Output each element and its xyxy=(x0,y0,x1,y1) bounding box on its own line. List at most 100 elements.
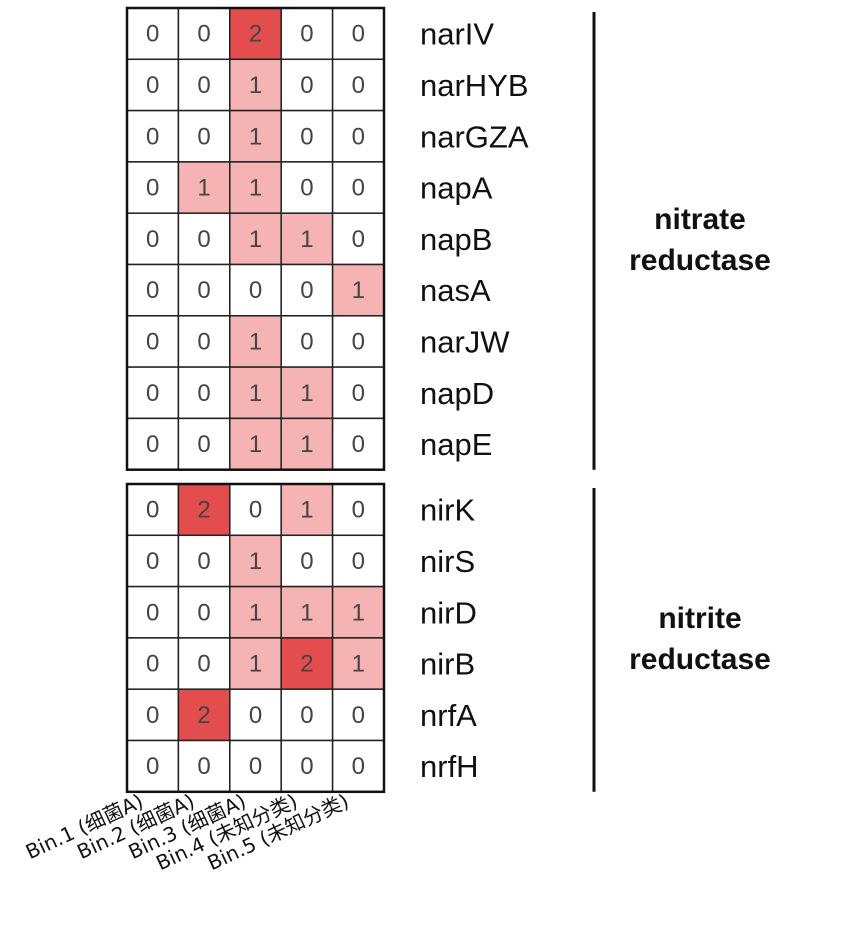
cell-value: 0 xyxy=(197,226,210,253)
heatmap-cell xyxy=(331,161,385,214)
heatmap-cell xyxy=(177,688,231,742)
cell-value: 0 xyxy=(146,599,159,626)
heatmap-cell xyxy=(280,534,334,588)
cell-value: 1 xyxy=(197,175,210,202)
cell-value: 0 xyxy=(146,277,159,304)
cell-value: 0 xyxy=(300,123,313,150)
heatmap-cell xyxy=(126,315,180,368)
cell-value: 0 xyxy=(352,753,365,780)
heatmap-cell xyxy=(280,263,334,317)
heatmap-cell xyxy=(177,637,231,690)
cell-value: 0 xyxy=(352,21,365,48)
cell-value: 0 xyxy=(352,702,365,729)
cell-value: 0 xyxy=(146,431,159,458)
cell-value: 0 xyxy=(352,72,365,99)
heatmap-cell xyxy=(177,585,231,639)
cell-value: 0 xyxy=(146,175,159,202)
heatmap-cell xyxy=(331,585,385,639)
gene-label: nirK xyxy=(420,493,475,528)
cell-value: 0 xyxy=(146,651,159,678)
cell-value: 0 xyxy=(352,497,365,524)
gene-label: nirS xyxy=(420,544,475,579)
cell-value: 1 xyxy=(249,651,262,678)
cell-value: 0 xyxy=(249,702,262,729)
cell-value: 2 xyxy=(300,651,313,678)
cell-value: 0 xyxy=(146,380,159,407)
cell-value: 0 xyxy=(300,277,313,304)
cell-value: 1 xyxy=(249,72,262,99)
heatmap-cell xyxy=(331,58,385,112)
heatmap-cell xyxy=(177,739,231,793)
cell-value: 1 xyxy=(249,431,262,458)
heatmap-cell xyxy=(331,483,385,537)
gene-label: nrfA xyxy=(420,698,477,733)
cell-value: 0 xyxy=(146,702,159,729)
cell-value: 1 xyxy=(249,226,262,253)
cell-value: 0 xyxy=(197,277,210,304)
cell-value: 0 xyxy=(146,753,159,780)
heatmap-cell xyxy=(229,483,282,537)
cell-value: 0 xyxy=(197,548,210,575)
cell-value: 0 xyxy=(352,226,365,253)
cell-value: 0 xyxy=(197,123,210,150)
cell-value: 0 xyxy=(352,431,365,458)
cell-value: 0 xyxy=(352,328,365,355)
cell-value: 0 xyxy=(300,21,313,48)
cell-value: 0 xyxy=(197,21,210,48)
cell-value: 0 xyxy=(249,753,262,780)
heatmap-cell xyxy=(177,212,231,266)
group-label: reductase xyxy=(629,643,771,676)
heatmap-cell xyxy=(280,585,334,639)
gene-label: napA xyxy=(420,171,493,206)
group-block-border xyxy=(125,6,386,471)
cell-value: 1 xyxy=(352,277,365,304)
cell-value: 0 xyxy=(146,328,159,355)
gene-label: napB xyxy=(420,222,492,257)
cell-value: 0 xyxy=(197,431,210,458)
gene-label: narHYB xyxy=(420,68,529,103)
heatmap-cell xyxy=(229,739,282,793)
heatmap-cell xyxy=(229,534,282,588)
cell-value: 0 xyxy=(300,548,313,575)
heatmap-cell xyxy=(229,212,282,266)
heatmap-cell xyxy=(126,366,180,420)
gene-label: narIV xyxy=(420,17,494,52)
cell-value: 0 xyxy=(146,226,159,253)
heatmap-cell xyxy=(280,688,334,742)
cell-value: 1 xyxy=(300,226,313,253)
heatmap-cell xyxy=(331,417,385,471)
heatmap-cell xyxy=(177,161,231,214)
heatmap-cell xyxy=(177,109,231,163)
cell-value: 0 xyxy=(197,328,210,355)
heatmap-cell xyxy=(229,161,282,214)
gene-label: narJW xyxy=(420,324,510,359)
cell-value: 0 xyxy=(146,21,159,48)
heatmap-cell xyxy=(229,585,282,639)
cell-value: 1 xyxy=(300,599,313,626)
cell-value: 0 xyxy=(197,651,210,678)
cell-value: 0 xyxy=(146,497,159,524)
heatmap-cell xyxy=(177,366,231,420)
group-label: reductase xyxy=(629,244,771,277)
cell-value: 0 xyxy=(249,497,262,524)
gene-label: nirD xyxy=(420,595,477,630)
cell-value: 0 xyxy=(146,72,159,99)
heatmap-cell xyxy=(229,637,282,690)
heatmap-cell xyxy=(331,534,385,588)
cell-value: 1 xyxy=(300,380,313,407)
cell-value: 1 xyxy=(249,548,262,575)
heatmap-cell xyxy=(280,109,334,163)
group-block-border xyxy=(125,482,386,794)
cell-value: 0 xyxy=(352,380,365,407)
gene-label: napE xyxy=(420,427,492,462)
heatmap-cell xyxy=(177,7,231,61)
heatmap-cell xyxy=(229,58,282,112)
cell-value: 1 xyxy=(249,380,262,407)
cell-value: 1 xyxy=(300,431,313,458)
heatmap-cell xyxy=(280,637,334,690)
cell-value: 0 xyxy=(300,328,313,355)
gene-label: nasA xyxy=(420,273,491,308)
cell-value: 0 xyxy=(300,175,313,202)
cell-value: 1 xyxy=(352,651,365,678)
